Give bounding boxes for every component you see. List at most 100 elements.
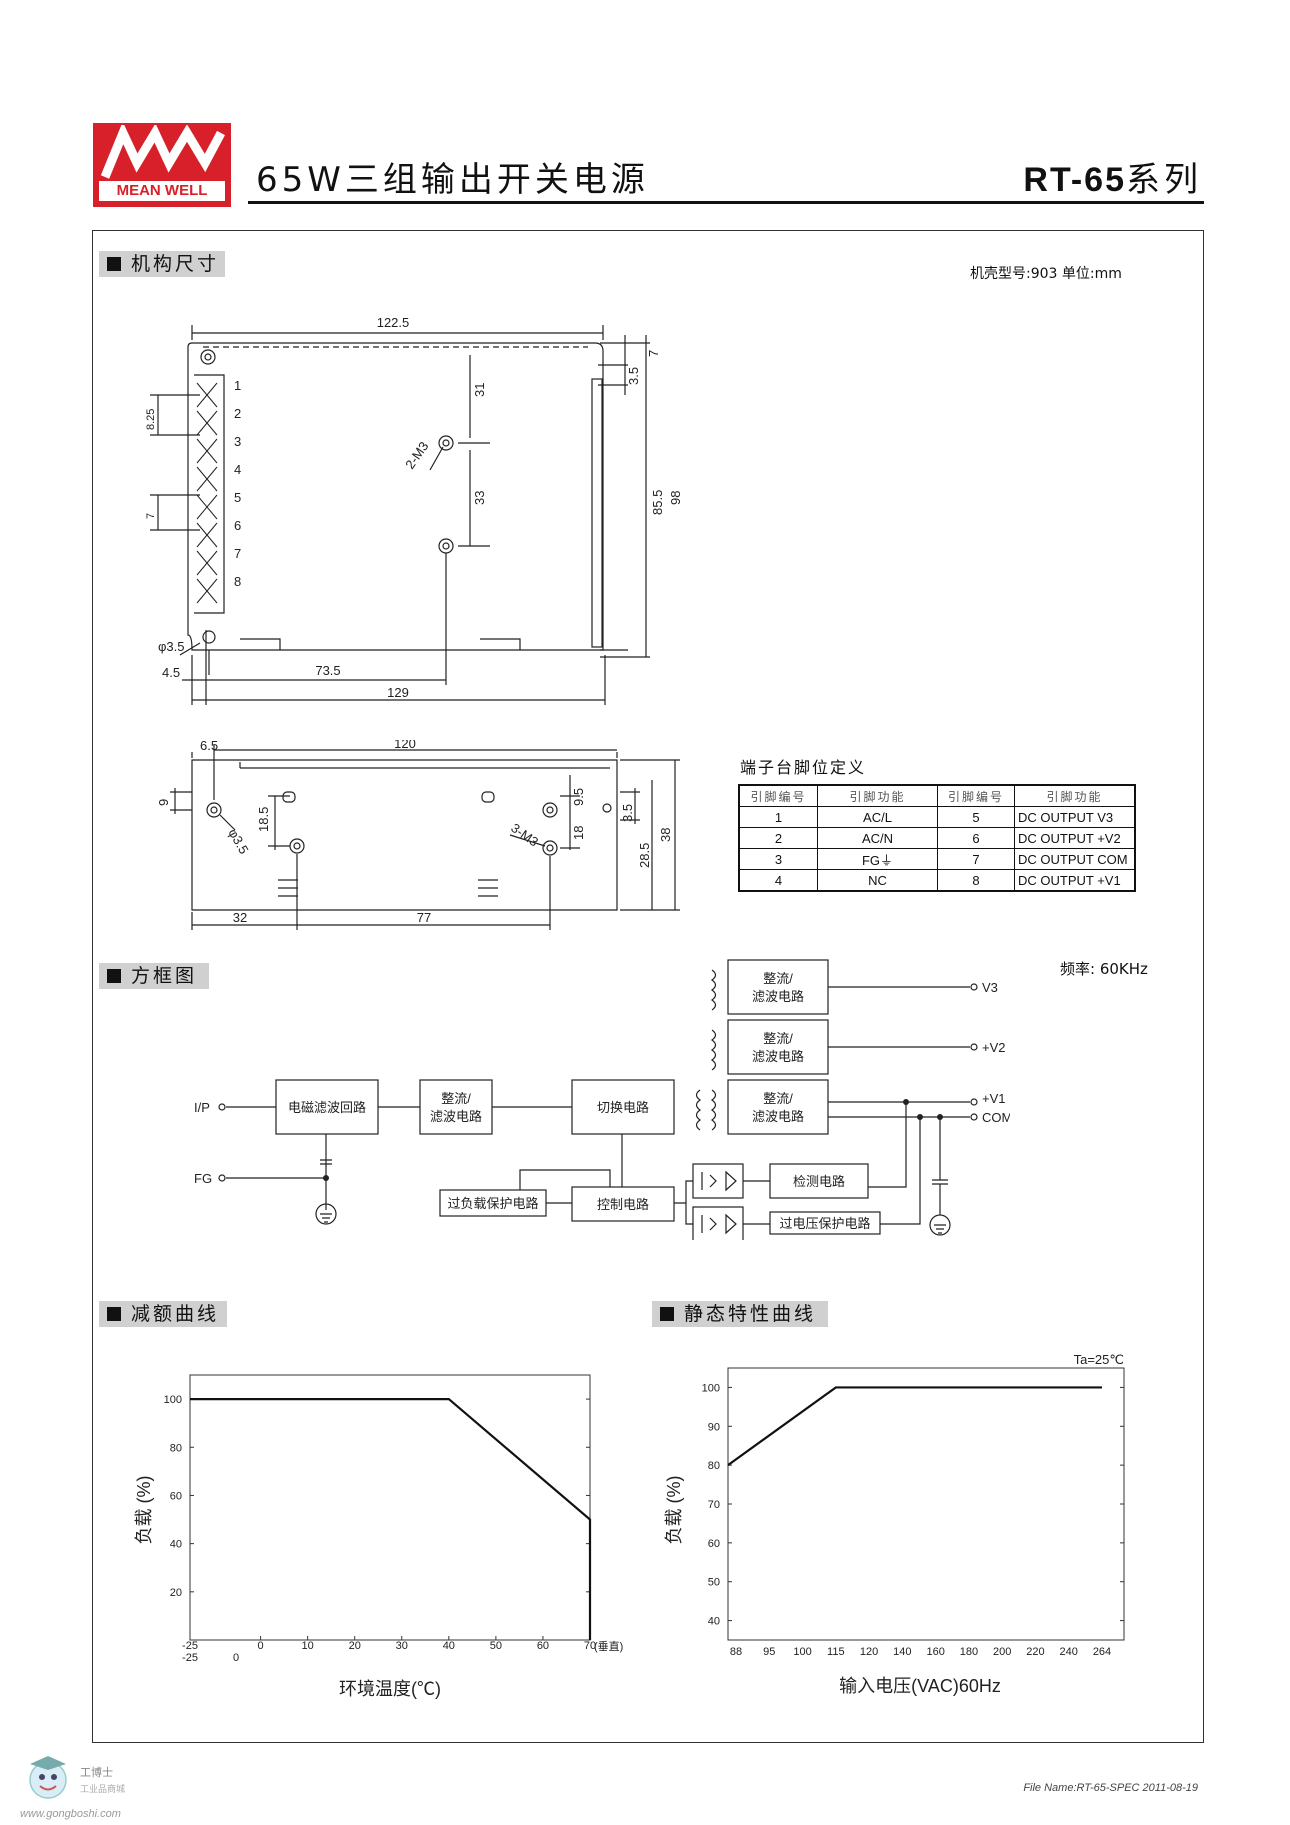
y-tick-label: 60 [170,1490,182,1502]
dim-label: 8.25 [145,409,157,430]
x-tick-label: 10 [302,1640,314,1652]
y-tick-label: 100 [164,1394,182,1406]
terminal-icon [970,1043,978,1051]
spec-frame [92,230,1204,1743]
x-tick-label: 95 [763,1646,775,1658]
x-tick-label: 0 [258,1640,264,1652]
dim-label: 6.5 [200,740,218,753]
dim-label: 98 [668,491,683,505]
x-tick-label: 160 [926,1646,944,1658]
temperature-note: Ta=25℃ [1074,1352,1124,1367]
pin-label: 1 [234,378,241,393]
column-header: 引脚编号 [738,784,818,807]
y-tick-label: 80 [708,1460,720,1472]
pin-label: 8 [234,574,241,589]
dim-label: 31 [472,383,487,397]
dim-label: 18.5 [256,807,271,832]
rectifier-label-2: 滤波电路 [430,1109,482,1124]
pin-table-caption: 端子台脚位定义 [740,758,867,777]
pin-label: 2 [234,406,241,421]
x-tick-label: 240 [1060,1646,1078,1658]
control-box [571,1186,675,1222]
case-note: 机壳型号:903 单位:mm [970,266,1122,282]
page-title: 65W三组输出开关电源 [256,160,649,200]
dim-label: 77 [417,910,431,925]
table-header-row: 引脚编号 引脚功能 引脚编号 引脚功能 [738,784,1136,807]
square-bullet-icon [107,257,121,271]
y-tick-label: 70 [708,1499,720,1511]
x-tick-label: 50 [490,1640,502,1652]
square-bullet-icon [107,1307,121,1321]
hole-note: φ3.5 [158,639,185,654]
pin-label: 7 [234,546,241,561]
v3-label: V3 [982,980,998,995]
mw-logo-icon [100,125,225,179]
ovp-box [769,1211,881,1235]
detect-label: 检测电路 [793,1174,845,1189]
mechanical-side-view: 6.5 120 9 18.5 9.5 18 3.5 28.5 38 3-M3 3… [156,740,680,930]
rect-v1-label-2: 滤波电路 [752,1109,804,1124]
watermark-url: www.gongboshi.com [20,1808,121,1820]
pin-label: 6 [234,518,241,533]
x-tick-label: 140 [893,1646,911,1658]
series-suffix: 系列 [1126,160,1202,200]
ovp-label: 过电压保护电路 [779,1216,870,1231]
x-tick-label: 70 [584,1640,596,1652]
dim-label: 129 [387,685,409,700]
watermark-sub: 工业品商城 [80,1785,126,1795]
v1-label: +V1 [982,1091,1006,1106]
section-block-diagram: 方框图 [99,963,209,989]
rect-v3-label-1: 整流/ [763,971,793,986]
square-bullet-icon [660,1307,674,1321]
dim-label: 28.5 [637,843,652,868]
dim-label: 38 [658,828,673,842]
transformer-primary-icon [695,1089,702,1131]
x-tick-label: 20 [349,1640,361,1652]
series-label: RT-65系列 [1023,152,1202,201]
dim-label: 3.5 [620,804,635,822]
dim-label: 2-M3 [402,439,431,472]
dim-label: 3.5 [626,367,641,385]
input-label: I/P [194,1100,210,1115]
terminal-icon [970,1098,978,1106]
rect-v2-label-1: 整流/ [763,1031,793,1046]
column-header: 引脚编号 [937,784,1015,807]
mechanical-top-view: 1 2 3 4 5 6 7 8 122.5 31 33 85.5 98 7 3.… [145,315,683,705]
emi-label: 电磁滤波回路 [288,1100,366,1115]
x-tick-label: 40 [443,1640,455,1652]
x-tick-label: 60 [537,1640,549,1652]
x-tick-label: 264 [1093,1646,1111,1658]
pin-label: 3 [234,434,241,449]
section-static: 静态特性曲线 [652,1301,828,1327]
terminal-icon [218,1174,226,1182]
x-tick-label: 115 [827,1646,845,1658]
derating-plot-area [189,1374,591,1641]
x-tick-label: 30 [396,1640,408,1652]
x-tick-label: -25 [182,1640,198,1652]
header-rule [248,201,1204,204]
rectifier-label-1: 整流/ [441,1091,471,1106]
file-name: File Name:RT-65-SPEC 2011-08-19 [1023,1782,1198,1794]
watermark-name: 工博士 [80,1766,113,1779]
hole-note: φ3.5 [225,826,251,856]
column-header: 引脚功能 [817,784,938,807]
dim-label: 85.5 [650,490,665,515]
ground-icon [315,1203,337,1225]
mascot-icon [29,1756,67,1799]
static-curve [727,1386,1102,1467]
x-tick-label: 180 [960,1646,978,1658]
dim-label: 122.5 [377,315,410,330]
y-tick-label: 90 [708,1421,720,1433]
y-tick-label: 40 [708,1616,720,1628]
rect-v3-box [727,959,829,1015]
x-tick-label: 220 [1026,1646,1044,1658]
y-tick-label: 100 [702,1382,720,1394]
dim-label: 9.5 [571,788,586,806]
overload-label: 过负载保护电路 [447,1196,538,1211]
